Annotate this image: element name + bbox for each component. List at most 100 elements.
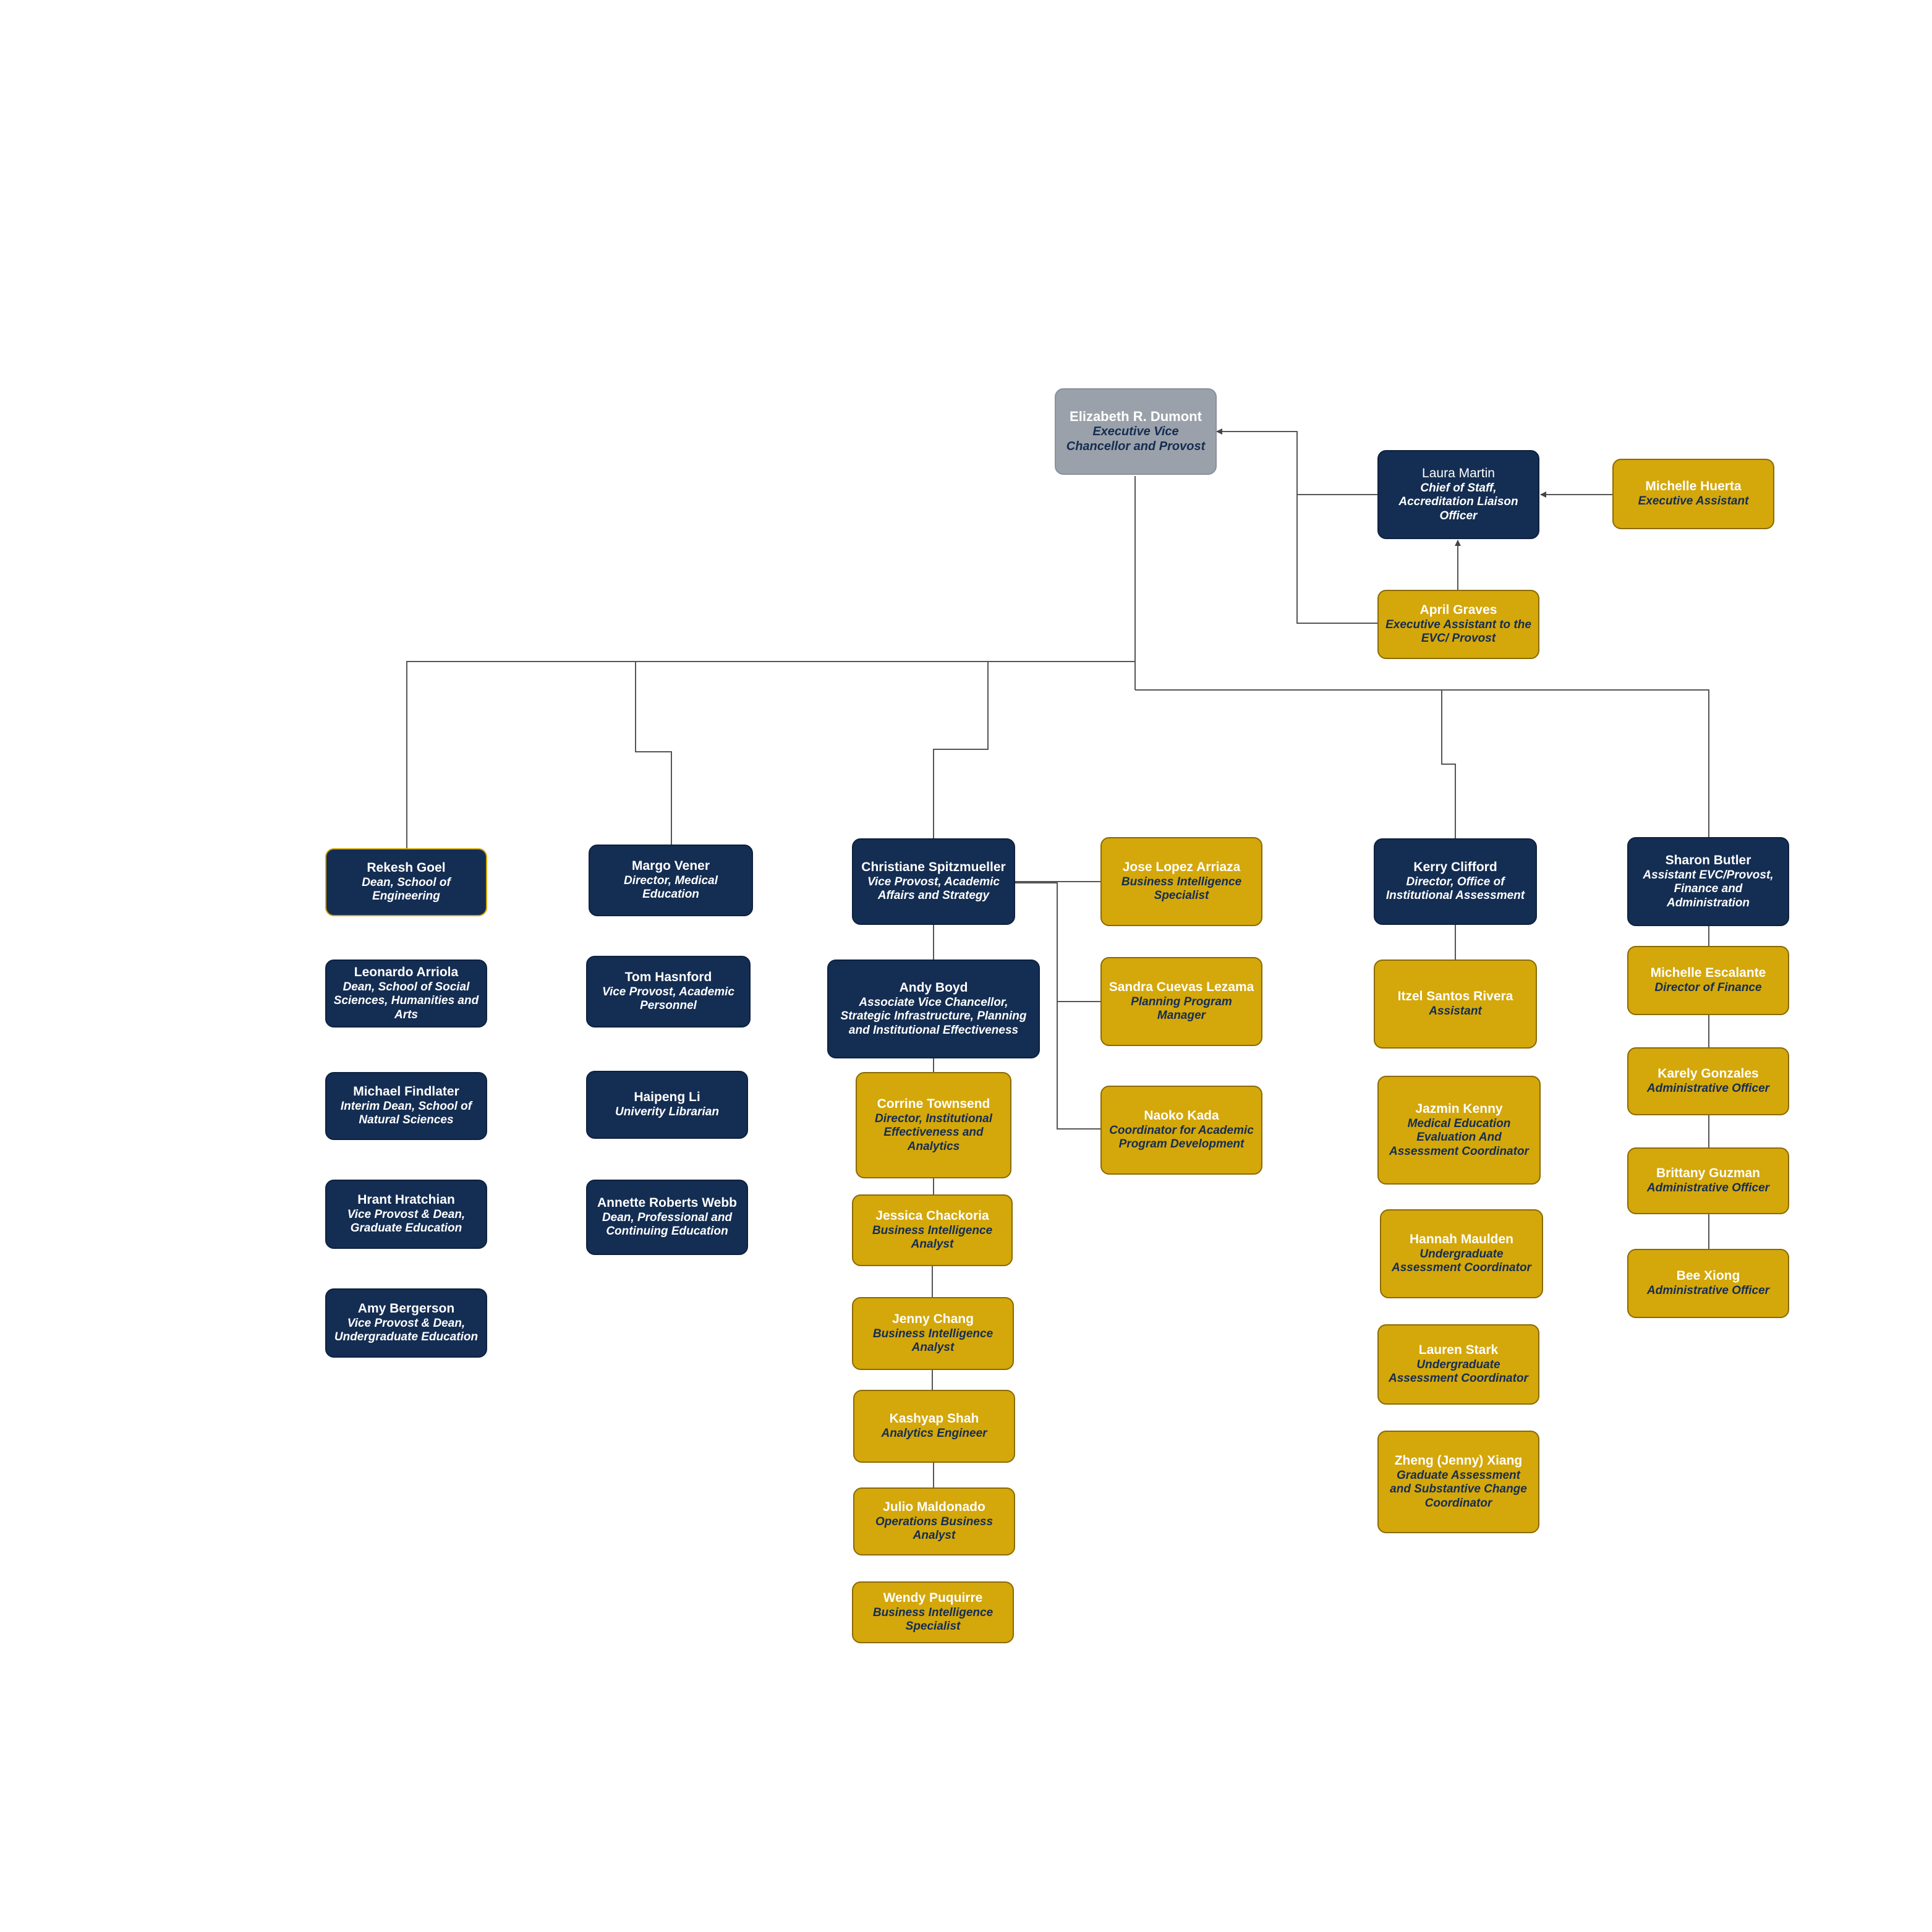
name-webb: Annette Roberts Webb xyxy=(597,1196,737,1211)
title-townsend: Director, Institutional Effectiveness an… xyxy=(874,1112,993,1153)
node-bergerson[interactable]: Amy Bergerson Vice Provost & Dean, Under… xyxy=(325,1288,487,1358)
name-bergerson: Amy Bergerson xyxy=(357,1301,455,1316)
title-arriaza: Business Intelligence Specialist xyxy=(1121,875,1242,903)
title-butler: Assistant EVC/Provost, Finance and Admin… xyxy=(1643,868,1774,909)
title-hratchian: Vice Provost & Dean, Graduate Education xyxy=(347,1207,466,1235)
name-hratchian: Hrant Hratchian xyxy=(357,1193,455,1207)
name-rivera: Itzel Santos Rivera xyxy=(1397,989,1513,1004)
title-xiong: Administrative Officer xyxy=(1646,1284,1770,1298)
title-hasnford: Vice Provost, Academic Personnel xyxy=(602,985,735,1013)
node-hasnford[interactable]: Tom Hasnford Vice Provost, Academic Pers… xyxy=(586,956,751,1028)
name-huerta: Michelle Huerta xyxy=(1645,479,1742,494)
link-left-bar xyxy=(406,661,1135,848)
name-goel: Rekesh Goel xyxy=(367,861,446,875)
name-stark: Lauren Stark xyxy=(1418,1343,1499,1358)
title-spitzmueller: Vice Provost, Academic Affairs and Strat… xyxy=(867,875,1000,903)
node-graves[interactable]: April Graves Executive Assistant to the … xyxy=(1377,590,1539,659)
name-li: Haipeng Li xyxy=(634,1090,700,1105)
name-maulden: Hannah Maulden xyxy=(1409,1232,1513,1247)
name-hasnford: Tom Hasnford xyxy=(624,970,712,985)
title-arriola: Dean, School of Social Sciences, Humanit… xyxy=(333,980,479,1021)
link-spitz-bar xyxy=(1014,882,1100,1130)
node-vener[interactable]: Margo Vener Director, Medical Education xyxy=(589,845,753,916)
title-graves: Executive Assistant to the EVC/ Provost xyxy=(1385,618,1531,645)
node-chang[interactable]: Jenny Chang Business Intelligence Analys… xyxy=(852,1297,1014,1370)
node-puquirre[interactable]: Wendy Puquirre Business Intelligence Spe… xyxy=(852,1581,1014,1643)
node-maulden[interactable]: Hannah Maulden Undergraduate Assessment … xyxy=(1380,1209,1543,1298)
title-bergerson: Vice Provost & Dean, Undergraduate Educa… xyxy=(334,1316,479,1344)
name-lezama: Sandra Cuevas Lezama xyxy=(1109,980,1254,995)
node-martin[interactable]: Laura Martin Chief of Staff, Accreditati… xyxy=(1377,450,1539,539)
node-xiong[interactable]: Bee Xiong Administrative Officer xyxy=(1627,1249,1789,1318)
title-kada: Coordinator for Academic Program Develop… xyxy=(1109,1123,1254,1151)
title-webb: Dean, Professional and Continuing Educat… xyxy=(602,1211,733,1238)
name-arriaza: Jose Lopez Arriaza xyxy=(1122,860,1241,875)
title-goel: Dean, School of Engineering xyxy=(362,875,451,903)
title-lezama: Planning Program Manager xyxy=(1131,995,1232,1023)
title-rivera: Assistant xyxy=(1429,1005,1482,1018)
title-vener: Director, Medical Education xyxy=(623,874,718,901)
node-stark[interactable]: Lauren Stark Undergraduate Assessment Co… xyxy=(1377,1324,1539,1405)
name-kada: Naoko Kada xyxy=(1144,1109,1219,1123)
node-goel[interactable]: Rekesh Goel Dean, School of Engineering xyxy=(325,848,487,916)
title-guzman: Administrative Officer xyxy=(1646,1181,1770,1195)
node-kenny[interactable]: Jazmin Kenny Medical Education Evaluatio… xyxy=(1377,1076,1541,1185)
node-guzman[interactable]: Brittany Guzman Administrative Officer xyxy=(1627,1147,1789,1214)
title-clifford: Director, Office of Institutional Assess… xyxy=(1385,875,1525,903)
title-kenny: Medical Education Evaluation And Assessm… xyxy=(1389,1117,1529,1158)
node-arriola[interactable]: Leonardo Arriola Dean, School of Social … xyxy=(325,960,487,1028)
node-findlater[interactable]: Michael Findlater Interim Dean, School o… xyxy=(325,1072,487,1140)
title-puquirre: Business Intelligence Specialist xyxy=(872,1606,994,1633)
node-shah[interactable]: Kashyap Shah Analytics Engineer xyxy=(853,1390,1015,1463)
node-butler[interactable]: Sharon Butler Assistant EVC/Provost, Fin… xyxy=(1627,837,1789,926)
node-xiang[interactable]: Zheng (Jenny) Xiang Graduate Assessment … xyxy=(1377,1431,1539,1533)
node-dumont[interactable]: Elizabeth R. Dumont Executive Vice Chanc… xyxy=(1055,388,1217,475)
link-graves-dumont xyxy=(1296,495,1377,624)
name-escalante: Michelle Escalante xyxy=(1650,966,1766,981)
name-dumont: Elizabeth R. Dumont xyxy=(1070,409,1202,425)
name-arriola: Leonardo Arriola xyxy=(354,965,459,979)
link-vener xyxy=(635,662,672,845)
name-graves: April Graves xyxy=(1419,603,1497,618)
node-li[interactable]: Haipeng Li Univerity Librarian xyxy=(586,1071,748,1139)
title-xiang: Graduate Assessment and Substantive Chan… xyxy=(1390,1468,1527,1510)
node-rivera[interactable]: Itzel Santos Rivera Assistant xyxy=(1374,960,1537,1049)
name-martin: Laura Martin xyxy=(1422,466,1495,480)
title-chackoria: Business Intelligence Analyst xyxy=(872,1223,993,1251)
node-lezama[interactable]: Sandra Cuevas Lezama Planning Program Ma… xyxy=(1100,957,1262,1046)
title-li: Univerity Librarian xyxy=(615,1105,719,1119)
title-boyd: Associate Vice Chancellor, Strategic Inf… xyxy=(840,995,1027,1037)
node-maldonado[interactable]: Julio Maldonado Operations Business Anal… xyxy=(853,1487,1015,1555)
node-spitzmueller[interactable]: Christiane Spitzmueller Vice Provost, Ac… xyxy=(852,838,1015,925)
link-right-bar xyxy=(1135,689,1709,838)
title-chang: Business Intelligence Analyst xyxy=(872,1327,994,1355)
node-clifford[interactable]: Kerry Clifford Director, Office of Insti… xyxy=(1374,838,1537,925)
name-findlater: Michael Findlater xyxy=(353,1084,459,1099)
link-spitz xyxy=(933,662,989,838)
node-escalante[interactable]: Michelle Escalante Director of Finance xyxy=(1627,946,1789,1015)
name-shah: Kashyap Shah xyxy=(889,1411,979,1426)
title-escalante: Director of Finance xyxy=(1654,981,1762,995)
node-townsend[interactable]: Corrine Townsend Director, Institutional… xyxy=(856,1072,1011,1178)
title-dumont: Executive Vice Chancellor and Provost xyxy=(1066,425,1206,453)
name-butler: Sharon Butler xyxy=(1665,853,1751,867)
name-vener: Margo Vener xyxy=(631,859,710,874)
name-kenny: Jazmin Kenny xyxy=(1415,1102,1503,1116)
node-gonzales[interactable]: Karely Gonzales Administrative Officer xyxy=(1627,1047,1789,1115)
node-chackoria[interactable]: Jessica Chackoria Business Intelligence … xyxy=(852,1194,1013,1266)
name-clifford: Kerry Clifford xyxy=(1413,860,1497,875)
title-findlater: Interim Dean, School of Natural Sciences xyxy=(340,1099,472,1127)
title-maldonado: Operations Business Analyst xyxy=(875,1515,994,1543)
node-webb[interactable]: Annette Roberts Webb Dean, Professional … xyxy=(586,1180,748,1255)
name-guzman: Brittany Guzman xyxy=(1656,1166,1761,1181)
name-xiang: Zheng (Jenny) Xiang xyxy=(1394,1453,1523,1468)
node-arriaza[interactable]: Jose Lopez Arriaza Business Intelligence… xyxy=(1100,837,1262,926)
node-kada[interactable]: Naoko Kada Coordinator for Academic Prog… xyxy=(1100,1086,1262,1175)
name-chang: Jenny Chang xyxy=(892,1312,974,1327)
name-boyd: Andy Boyd xyxy=(899,981,968,995)
node-hratchian[interactable]: Hrant Hratchian Vice Provost & Dean, Gra… xyxy=(325,1180,487,1249)
title-martin: Chief of Staff, Accreditation Liaison Of… xyxy=(1398,481,1518,522)
node-boyd[interactable]: Andy Boyd Associate Vice Chancellor, Str… xyxy=(827,960,1040,1058)
node-huerta[interactable]: Michelle Huerta Executive Assistant xyxy=(1612,459,1774,529)
